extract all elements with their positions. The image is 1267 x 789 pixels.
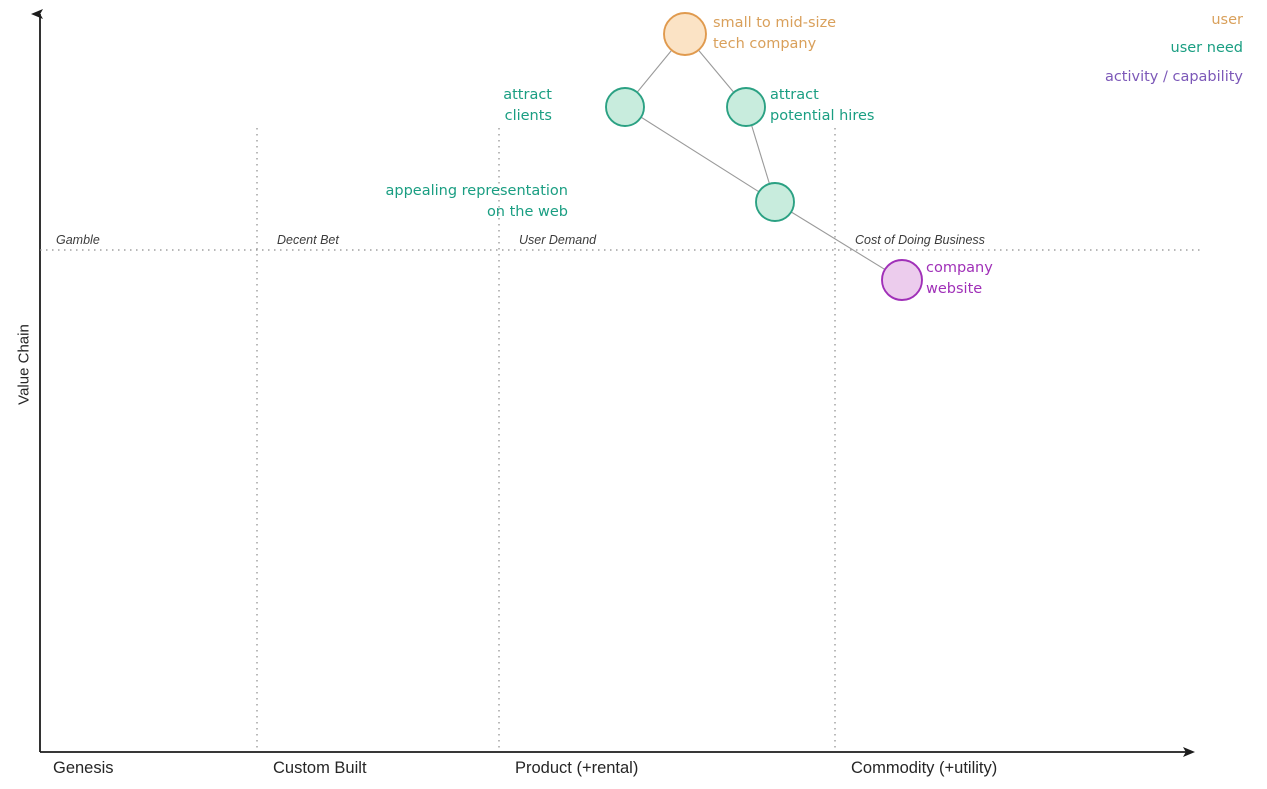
map-node-appealing-representation-on-the-web[interactable] (755, 182, 795, 222)
stage-label-user-demand: User Demand (519, 233, 597, 247)
x-axis-label-genesis: Genesis (53, 759, 114, 777)
x-axis-label-product-rental: Product (+rental) (515, 759, 639, 777)
map-node-label-company-website: company website (926, 260, 993, 298)
legend-item-user: user (1211, 12, 1243, 28)
map-node-label-attract-potential-hires: attract potential hires (770, 87, 875, 125)
map-edge (624, 106, 776, 203)
axis-lines (31, 9, 1195, 757)
map-nodes (605, 12, 923, 301)
x-axis-label-commodity-utility: Commodity (+utility) (851, 759, 998, 777)
stage-label-gamble: Gamble (56, 233, 100, 247)
map-node-small-to-mid-size-tech-company[interactable] (663, 12, 707, 56)
map-node-label-appealing-representation-on-the-web: appealing representation on the web (385, 183, 568, 221)
grid-lines (40, 128, 1200, 752)
map-edge (774, 201, 903, 281)
stage-label-decent-bet: Decent Bet (277, 233, 339, 247)
legend-item-user-need: user need (1170, 40, 1243, 57)
map-node-label-small-to-mid-size-tech-company: small to mid-size tech company (713, 15, 837, 53)
legend-item-activity-capability: activity / capability (1104, 68, 1243, 85)
map-node-attract-potential-hires[interactable] (726, 87, 766, 127)
map-node-attract-clients[interactable] (605, 87, 645, 127)
legend: user user need activity / capability (1105, 6, 1243, 91)
y-axis-label: Value Chain (15, 324, 33, 405)
x-axis-label-custom-built: Custom Built (273, 759, 367, 777)
map-node-label-attract-clients: attract clients (503, 87, 552, 125)
stage-label-cost-of-doing-business: Cost of Doing Business (855, 233, 985, 247)
map-node-company-website[interactable] (881, 259, 923, 301)
